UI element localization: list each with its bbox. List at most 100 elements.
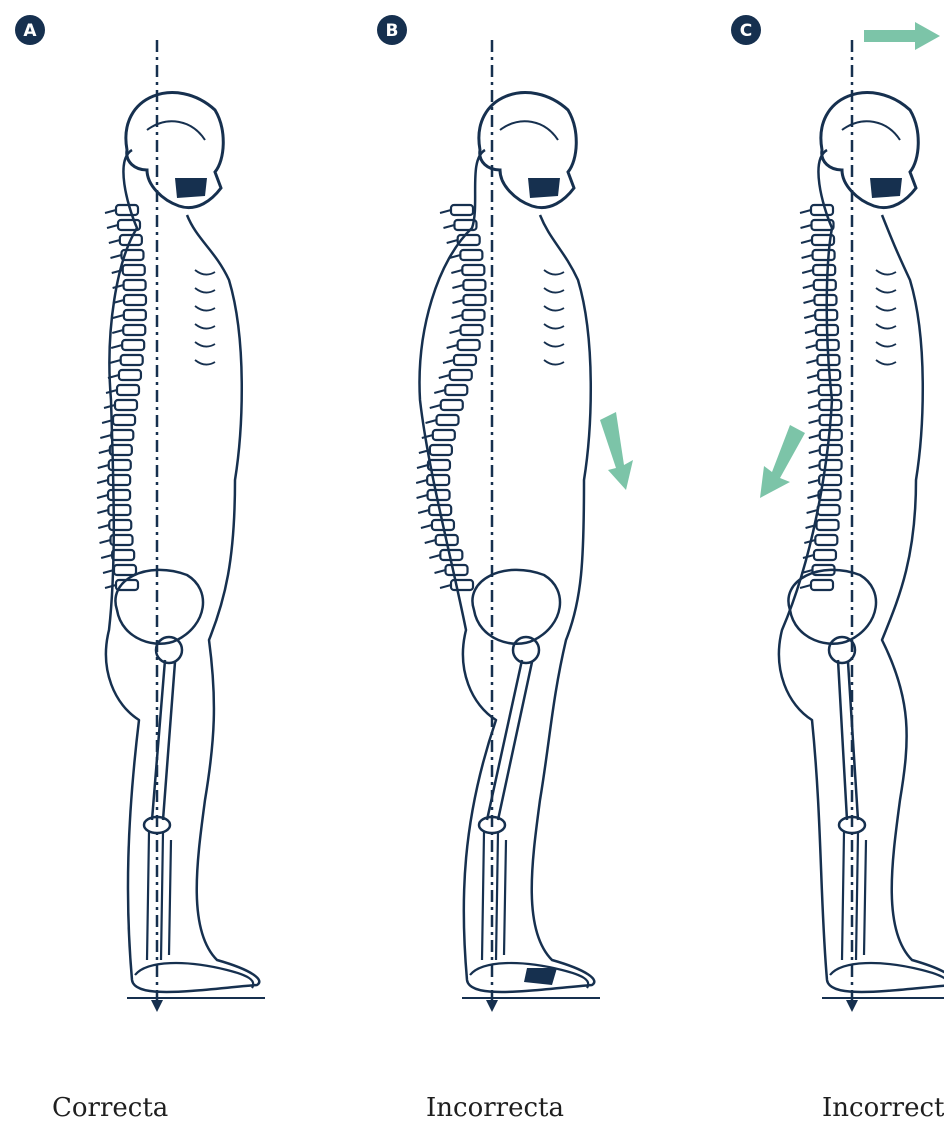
posture-arrow-right xyxy=(864,22,940,50)
vertebra-process xyxy=(452,300,463,303)
vertebra-process xyxy=(440,210,451,213)
vertebra-process xyxy=(809,420,820,423)
vertebra-process xyxy=(112,330,123,333)
vertebra xyxy=(815,535,837,545)
badge-letter: C xyxy=(740,21,752,41)
vertebra-process xyxy=(113,315,124,318)
skull-detail xyxy=(500,121,558,140)
vertebra xyxy=(811,580,833,590)
vertebra-process xyxy=(801,240,812,243)
tibia xyxy=(147,832,171,960)
vertebra-process xyxy=(416,480,427,483)
vertebra xyxy=(111,430,133,440)
vertebra-process xyxy=(803,285,814,288)
pelvis xyxy=(472,570,560,644)
vertebra-process xyxy=(110,360,121,363)
figure-a-correct-posture: A xyxy=(15,15,265,1012)
body-outline xyxy=(779,150,944,992)
vertebra-process xyxy=(443,225,454,228)
badge-letter: A xyxy=(23,21,37,41)
vertebra-process xyxy=(808,405,819,408)
foot-bones xyxy=(830,963,944,988)
vertebra-process xyxy=(100,435,111,438)
vertebra xyxy=(451,205,473,215)
vertebra xyxy=(818,505,840,515)
hip-joint xyxy=(156,637,182,663)
vertebra xyxy=(123,265,145,275)
vertebra xyxy=(817,520,839,530)
vertebra xyxy=(460,250,482,260)
rib-mark xyxy=(876,306,896,311)
plumb-line-arrowhead xyxy=(486,1000,498,1012)
rib-mark xyxy=(876,270,896,275)
vertebra-process xyxy=(452,285,463,288)
vertebra-process xyxy=(447,240,458,243)
vertebra xyxy=(461,325,483,335)
vertebra-process xyxy=(98,465,109,468)
vertebra-process xyxy=(97,495,108,498)
rib-mark xyxy=(544,324,564,329)
vertebra-process xyxy=(808,480,819,483)
vertebra xyxy=(820,460,842,470)
vertebra-process xyxy=(105,585,116,588)
vertebra xyxy=(433,430,455,440)
rib-mark xyxy=(195,306,215,311)
vertebra xyxy=(441,400,463,410)
vertebra xyxy=(458,340,480,350)
vertebra-process xyxy=(801,225,812,228)
vertebra xyxy=(430,445,452,455)
vertebra-process xyxy=(97,480,108,483)
vertebra xyxy=(124,310,146,320)
vertebra-process xyxy=(417,465,428,468)
skull-detail xyxy=(147,121,205,140)
jaw xyxy=(175,178,207,198)
vertebra-process xyxy=(113,285,124,288)
vertebra-process xyxy=(110,255,121,258)
vertebra xyxy=(451,580,473,590)
figure-b-incorrect-posture: B xyxy=(377,15,633,1012)
vertebra-process xyxy=(802,255,813,258)
foot-mark xyxy=(524,968,557,985)
figure-c-incorrect-posture: C xyxy=(731,15,944,1012)
badge-a: A xyxy=(15,15,45,45)
rib-mark xyxy=(544,360,564,365)
vertebra-process xyxy=(111,345,122,348)
vertebra-process xyxy=(439,375,450,378)
vertebra-process xyxy=(435,570,446,573)
badge-c: C xyxy=(731,15,761,45)
rib-mark xyxy=(195,360,215,365)
rib-mark xyxy=(876,360,896,365)
badge-letter: B xyxy=(386,21,399,41)
vertebra-process xyxy=(109,240,120,243)
vertebra xyxy=(428,490,450,500)
vertebra xyxy=(108,490,130,500)
vertebra xyxy=(446,565,468,575)
vertebra-process xyxy=(447,345,458,348)
rib-mark xyxy=(195,288,215,293)
vertebra xyxy=(450,370,472,380)
vertebra-process xyxy=(805,330,816,333)
jaw xyxy=(528,178,560,198)
vertebra-process xyxy=(425,540,436,543)
vertebra-process xyxy=(808,390,819,393)
vertebra xyxy=(454,355,476,365)
vertebra-process xyxy=(807,495,818,498)
vertebra xyxy=(813,250,835,260)
vertebra-process xyxy=(105,210,116,213)
vertebra xyxy=(123,325,145,335)
skull xyxy=(479,93,576,208)
vertebra xyxy=(445,385,467,395)
vertebra-process xyxy=(434,390,445,393)
vertebra-process xyxy=(803,300,814,303)
vertebra-process xyxy=(421,525,432,528)
rib-mark xyxy=(195,270,215,275)
vertebra xyxy=(813,265,835,275)
vertebra-process xyxy=(443,360,454,363)
vertebra xyxy=(116,205,138,215)
vertebra xyxy=(108,475,130,485)
plumb-line-arrowhead xyxy=(151,1000,163,1012)
vertebra xyxy=(462,265,484,275)
vertebra xyxy=(115,400,137,410)
vertebra-process xyxy=(804,315,815,318)
